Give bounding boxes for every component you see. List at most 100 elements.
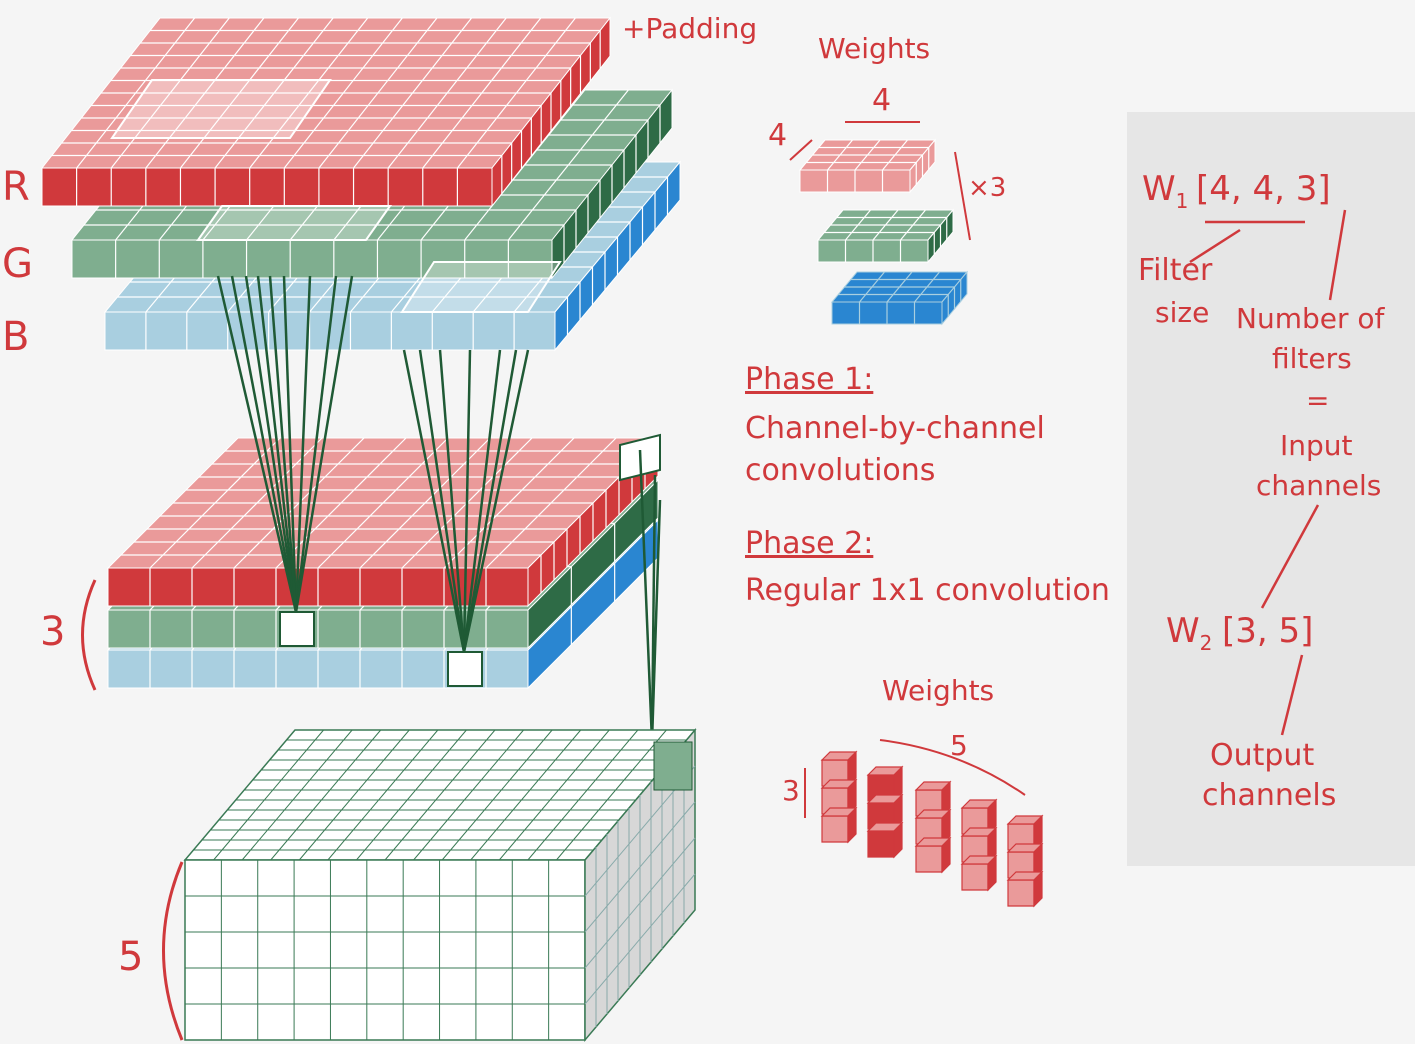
connector-line [268, 275, 298, 613]
weight-cube-side [893, 765, 903, 803]
output-grid [384, 729, 496, 861]
equation-panel [1127, 112, 1415, 866]
output-grid [498, 729, 610, 861]
weight-cube-side [987, 798, 997, 836]
output-grid [327, 729, 439, 861]
intermediate-stack [106, 433, 661, 690]
connector-line [294, 275, 312, 613]
connector-line [256, 275, 298, 613]
weight-cube-side [987, 826, 997, 864]
depth-arrow [789, 139, 813, 161]
output-grid [356, 729, 467, 861]
number-of-filters-line1: Number of [1236, 302, 1386, 335]
weights-bottom-count: 5 [950, 729, 968, 762]
connector-line [650, 499, 662, 743]
weight-cube-front [1007, 879, 1035, 907]
weight-cube-side [941, 780, 951, 818]
multiplier-arrow [954, 151, 971, 241]
weights-bottom-title: Weights [882, 674, 994, 707]
weights-bottom [804, 739, 1044, 908]
filter-window-g [196, 205, 392, 241]
weights-top-title: Weights [818, 32, 930, 65]
input-channels-pointer [1260, 504, 1320, 609]
phase2-line1: Regular 1x1 convolution [745, 573, 1110, 608]
output-channels-line2: channels [1202, 778, 1336, 813]
channel-r-label: R [2, 164, 30, 210]
channel-r-layer-front [41, 167, 493, 207]
w1-dimensions: [4, 4, 3] [1196, 169, 1331, 209]
w1-symbol: W1 [1142, 169, 1188, 213]
filter-window-b [400, 261, 562, 313]
brackets [81, 579, 184, 1041]
mid-highlight-cell-2 [447, 651, 483, 687]
annotations: +Padding R G B Weights 4 4 ×3 Phase 1: C… [2, 12, 1110, 980]
output-volume [183, 727, 697, 1043]
channel-g-label: G [2, 241, 33, 287]
output-grid [413, 729, 524, 861]
output-grid [527, 729, 639, 861]
weight-cube-side [893, 821, 903, 859]
weight-cube-front [867, 830, 895, 858]
output-channels-line1: Output [1210, 738, 1314, 773]
weights-top-depth: 4 [768, 118, 787, 153]
weight-cube-side [1033, 870, 1043, 908]
weight-cube-side [847, 778, 857, 816]
output-grid [270, 729, 382, 861]
output-grid [213, 729, 324, 861]
output-grid [556, 729, 667, 861]
filter-window-r [110, 79, 332, 139]
weight-cube-side [941, 808, 951, 846]
equals-sign: = [1306, 384, 1329, 417]
weight-cube-side [847, 806, 857, 844]
connector-line [244, 275, 298, 613]
diagram-shapes [40, 16, 1347, 1043]
w2-symbol: W2 [1166, 611, 1212, 655]
phase2-title: Phase 2: [745, 526, 873, 561]
weight-cube-front [961, 863, 989, 891]
connector-line [216, 275, 298, 613]
weight-cube-side [941, 836, 951, 874]
connector-line [462, 349, 518, 653]
weight-cube-side [987, 854, 997, 892]
input-stack [40, 16, 682, 352]
weights-top-width: 4 [872, 83, 891, 118]
input-channels-line1: Input [1280, 429, 1353, 462]
output-grid [470, 729, 582, 861]
panel-strokes [1189, 209, 1347, 736]
connector-line [294, 275, 354, 613]
output-grid [584, 873, 696, 1005]
output-grid [441, 729, 553, 861]
output-bracket [162, 861, 184, 1041]
weight-cube-front [821, 815, 849, 843]
w2-dimensions: [3, 5] [1222, 611, 1313, 651]
weights-top [789, 121, 971, 326]
mid-highlight-cell-1 [279, 611, 315, 647]
weight-cube-side [1033, 814, 1043, 852]
connector-line [438, 349, 466, 653]
connector-line [462, 349, 472, 653]
phase1-line2: convolutions [745, 453, 935, 488]
weight-cube-side [893, 793, 903, 831]
phase1-line1: Channel-by-channel [745, 411, 1045, 446]
number-of-filters-line2: filters [1272, 342, 1352, 375]
filter-size-line2: size [1155, 296, 1209, 329]
weight-cube-side [1033, 842, 1043, 880]
output-highlight-cell [653, 741, 693, 791]
weight-cube-side [847, 750, 857, 788]
output-grid [584, 801, 696, 933]
connector-line [418, 349, 466, 653]
channel-b-label: B [2, 314, 29, 360]
number-filters-pointer [1328, 209, 1347, 301]
output-grid [584, 837, 696, 969]
padding-label: +Padding [622, 12, 757, 45]
connector-line [462, 349, 530, 653]
input-channels-line2: channels [1256, 469, 1381, 502]
weights-top-multiplier: ×3 [968, 173, 1006, 203]
connector-line [638, 449, 654, 743]
output-grid [298, 729, 410, 861]
connector-line [294, 275, 338, 613]
connector-line [462, 349, 502, 653]
weight-cube-front [915, 845, 943, 873]
output-front [184, 859, 586, 1041]
intermediate-channels-count: 3 [40, 609, 65, 655]
